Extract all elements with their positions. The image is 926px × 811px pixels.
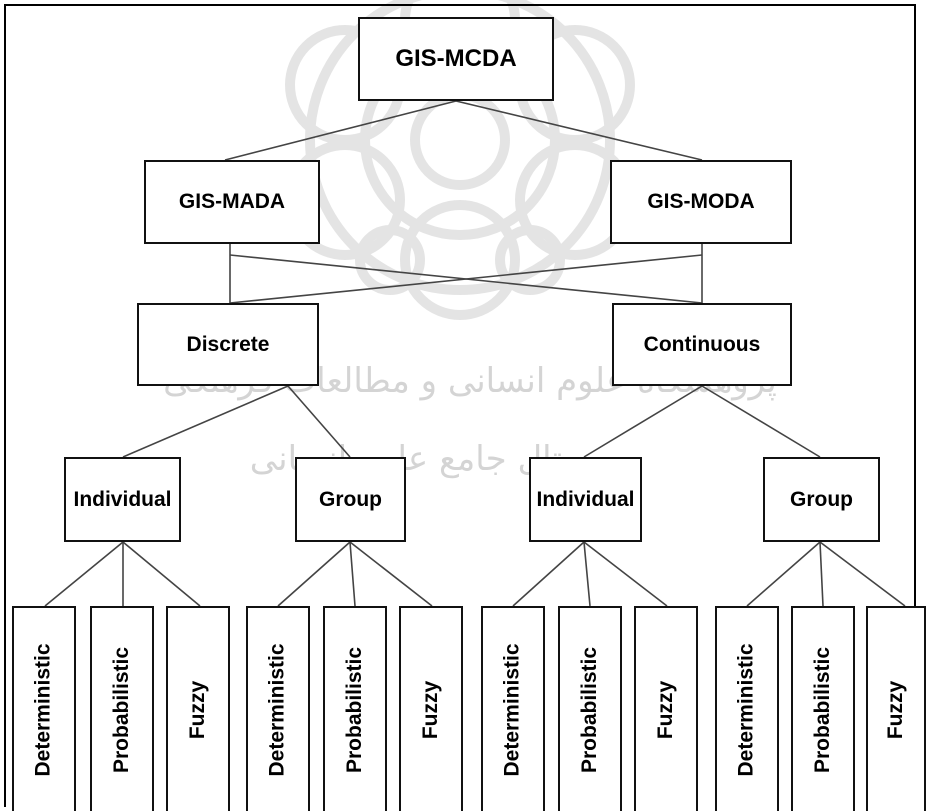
leaf-label: Deterministic [32, 642, 56, 777]
diagram-border [4, 4, 916, 807]
link-grp2-det [746, 541, 821, 607]
node-gis-mada: GIS-MADA [144, 160, 320, 244]
node-group-continuous: Group [763, 457, 880, 542]
link-ind1-fuzzy [122, 541, 201, 607]
link-ind2-det [512, 541, 585, 607]
leaf-label: Probabilistic [811, 646, 834, 773]
node-individual-discrete-label: Individual [73, 487, 172, 511]
leaf-label: Fuzzy [419, 680, 442, 739]
node-group-continuous-label: Group [790, 487, 853, 511]
node-individual-continuous: Individual [529, 457, 642, 542]
leaf-label: Deterministic [266, 642, 290, 777]
leaf-label: Fuzzy [186, 680, 209, 739]
node-gis-mcda-label: GIS-MCDA [395, 45, 517, 72]
leaf-label: Probabilistic [343, 646, 366, 773]
leaf-fuzzy-group-continuous: Fuzzy [866, 606, 926, 811]
leaf-probabilistic-group-continuous: Probabilistic [791, 606, 855, 811]
node-group-discrete: Group [295, 457, 406, 542]
leaf-fuzzy-individual-continuous: Fuzzy [634, 606, 698, 811]
link-root-mada [224, 100, 457, 161]
node-gis-mada-label: GIS-MADA [178, 190, 286, 213]
leaf-label: Probabilistic [110, 646, 133, 773]
link-ind2-fuzzy [583, 541, 668, 607]
link-continuous-group2 [701, 385, 821, 458]
node-discrete: Discrete [137, 303, 319, 386]
leaf-deterministic-individual-discrete: Deterministic [12, 606, 76, 811]
leaf-probabilistic-individual-discrete: Probabilistic [90, 606, 154, 811]
node-discrete-label: Discrete [186, 332, 270, 356]
node-group-discrete-label: Group [319, 487, 382, 511]
leaf-deterministic-group-continuous: Deterministic [715, 606, 779, 811]
link-grp1-fuzzy [349, 541, 433, 607]
link-discrete-individual1 [122, 385, 289, 458]
link-grp2-fuzzy [819, 541, 906, 607]
node-individual-discrete: Individual [64, 457, 181, 542]
leaf-label: Fuzzy [884, 680, 907, 739]
node-gis-moda: GIS-MODA [610, 160, 792, 244]
leaf-label: Fuzzy [654, 680, 677, 739]
link-grp2-prob [819, 541, 824, 607]
node-individual-continuous-label: Individual [536, 487, 635, 511]
node-continuous: Continuous [612, 303, 792, 386]
node-gis-moda-label: GIS-MODA [647, 190, 755, 213]
link-moda-discrete [229, 254, 703, 304]
link-discrete-group1 [287, 385, 351, 458]
leaf-label: Deterministic [501, 642, 525, 777]
link-continuous-individual2 [583, 385, 703, 458]
leaf-probabilistic-group-discrete: Probabilistic [323, 606, 387, 811]
link-grp1-prob [349, 541, 356, 607]
link-ind1-det [44, 541, 124, 607]
link-grp1-det [277, 541, 351, 607]
link-root-moda [455, 100, 703, 161]
leaf-fuzzy-individual-discrete: Fuzzy [166, 606, 230, 811]
link-ind2-prob [583, 541, 591, 607]
leaf-fuzzy-group-discrete: Fuzzy [399, 606, 463, 811]
node-gis-mcda: GIS-MCDA [358, 17, 554, 101]
leaf-deterministic-group-discrete: Deterministic [246, 606, 310, 811]
leaf-probabilistic-individual-continuous: Probabilistic [558, 606, 622, 811]
leaf-deterministic-individual-continuous: Deterministic [481, 606, 545, 811]
node-continuous-label: Continuous [643, 332, 761, 356]
leaf-label: Probabilistic [578, 646, 601, 773]
leaf-label: Deterministic [735, 642, 759, 777]
